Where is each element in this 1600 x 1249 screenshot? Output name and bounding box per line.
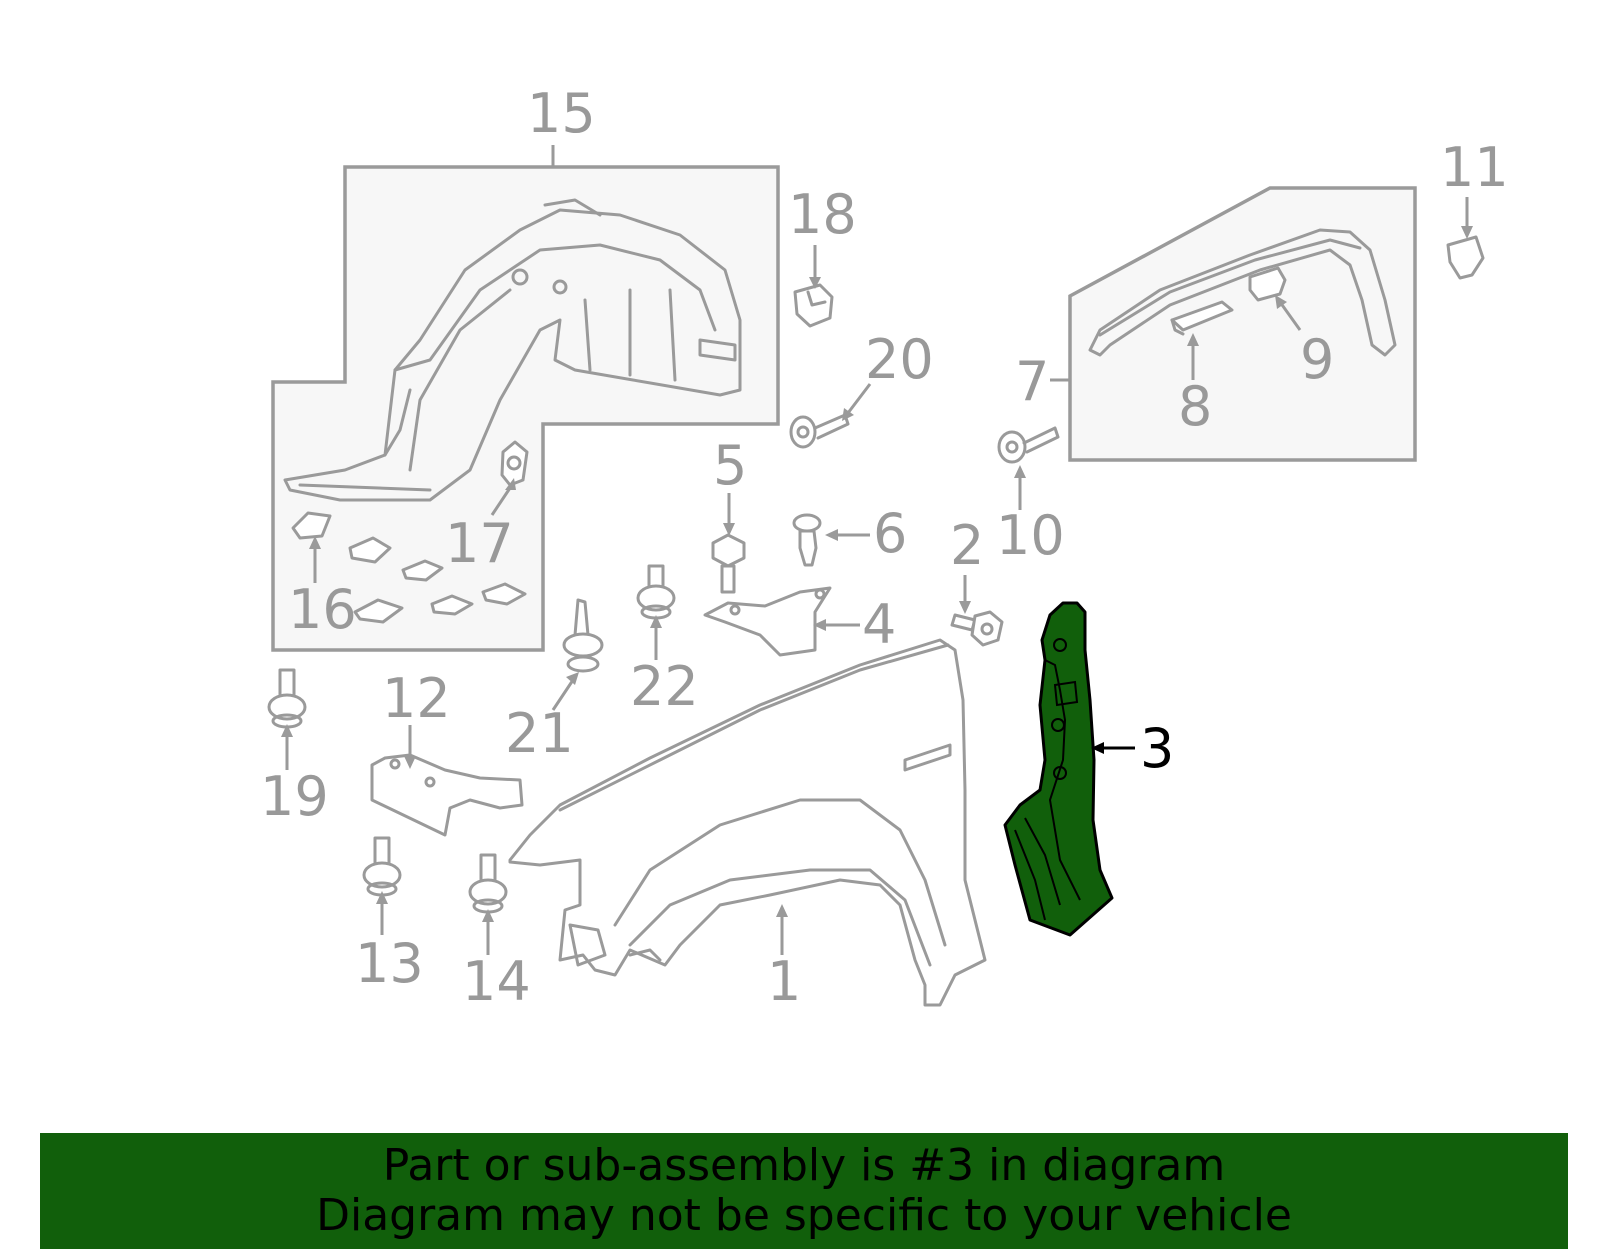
callout-1[interactable]: 1 [767,950,801,1013]
callout-6[interactable]: 6 [873,502,907,565]
callout-20[interactable]: 20 [865,328,934,391]
callout-5[interactable]: 5 [713,434,747,497]
part-18-clip[interactable] [793,283,834,328]
callout-11[interactable]: 11 [1440,136,1509,199]
part-4-bracket[interactable] [703,586,832,657]
callout-10[interactable]: 10 [996,504,1065,567]
part-12-bracket[interactable] [370,753,524,837]
callout-3[interactable]: 3 [1140,717,1174,780]
part-7-fender-flare[interactable] [1088,228,1397,357]
callout-13[interactable]: 13 [355,932,424,995]
group-box-15 [271,165,780,652]
callout-15[interactable]: 15 [527,82,596,145]
callout-16[interactable]: 16 [288,578,357,641]
callout-4[interactable]: 4 [862,593,896,656]
part-8-clip[interactable] [1170,300,1234,336]
group-box-7 [1068,186,1417,462]
part-5-bolt[interactable] [711,533,746,594]
callout-18[interactable]: 18 [788,183,857,246]
part-19-bolt[interactable] [267,668,307,729]
part-13-bolt[interactable] [362,836,402,897]
part-11-clip[interactable] [1446,235,1485,280]
callout-7[interactable]: 7 [1015,350,1049,413]
callout-14[interactable]: 14 [462,950,531,1013]
part-20-screw[interactable] [789,413,850,449]
fender-liner[interactable] [283,198,742,502]
callout-19[interactable]: 19 [260,765,329,828]
part-3-fender-support[interactable] [1003,601,1114,937]
callout-17[interactable]: 17 [445,512,514,575]
callout-8[interactable]: 8 [1178,375,1212,438]
part-16-clip-nuts[interactable] [291,511,527,624]
callout-21[interactable]: 21 [505,702,574,765]
part-17-clip[interactable] [500,440,529,487]
part-10-bolt[interactable] [997,426,1060,464]
part-9-clip[interactable] [1248,266,1287,302]
banner-line-2: Diagram may not be specific to your vehi… [316,1190,1292,1241]
part-1-fender[interactable] [508,638,987,1007]
part-14-bolt[interactable] [468,853,508,914]
callout-9[interactable]: 9 [1300,328,1334,391]
banner-line-1: Part or sub-assembly is #3 in diagram [382,1140,1226,1191]
part-2-bolt[interactable] [950,610,1004,647]
callout-22[interactable]: 22 [630,655,699,718]
part-22-bolt[interactable] [636,564,676,620]
part-6-clip[interactable] [792,513,822,567]
info-banner: Part or sub-assembly is #3 in diagram Di… [40,1133,1568,1249]
part-21-push-clip[interactable] [562,598,604,673]
callout-12[interactable]: 12 [382,667,451,730]
callout-2[interactable]: 2 [950,514,984,577]
